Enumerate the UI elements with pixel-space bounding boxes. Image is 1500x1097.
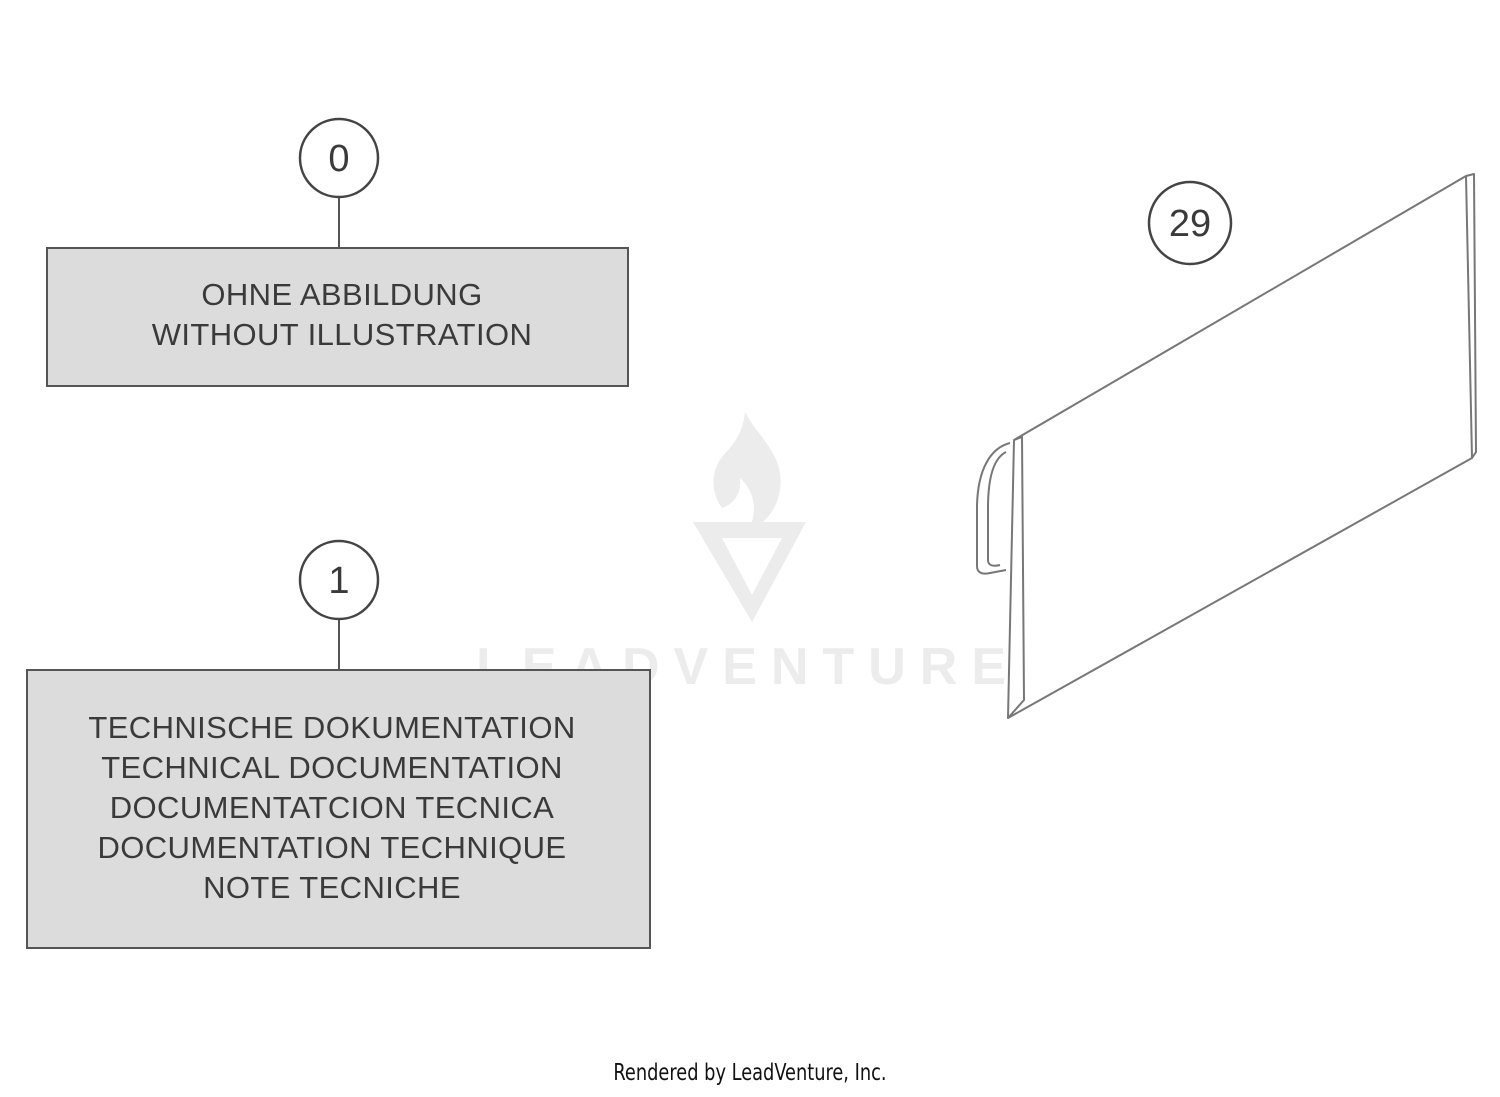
box-1-line-3: DOCUMENTATCION TECNICA xyxy=(110,790,555,825)
footer-credit: Rendered by LeadVenture, Inc. xyxy=(613,1060,887,1086)
callout-0-number: 0 xyxy=(328,138,349,180)
callout-29-number: 29 xyxy=(1169,203,1211,245)
box-without-illustration xyxy=(46,247,629,387)
v-logo-icon xyxy=(693,522,806,622)
box-1-line-4: DOCUMENTATION TECHNIQUE xyxy=(97,830,566,865)
callout-1-number: 1 xyxy=(328,560,349,602)
callout-0-group: 0 OHNE ABBILDUNG WITHOUT ILLUSTRATION xyxy=(46,117,629,387)
callout-1-group: 1 TECHNISCHE DOKUMENTATION TECHNICAL DOC… xyxy=(26,539,651,949)
document-folder-illustration xyxy=(976,173,1477,719)
callout-0-circle[interactable] xyxy=(298,117,380,199)
flame-icon xyxy=(713,412,781,530)
callout-1-circle[interactable] xyxy=(298,539,380,621)
box-technical-documentation xyxy=(26,669,651,949)
box-1-line-5: NOTE TECNICHE xyxy=(203,870,461,905)
callout-29-group: 29 xyxy=(1147,180,1233,266)
leadventure-watermark: LEADVENTURE xyxy=(476,412,1006,696)
box-1-line-2: TECHNICAL DOCUMENTATION xyxy=(101,750,563,785)
box-0-line-1: OHNE ABBILDUNG xyxy=(201,277,482,312)
box-0-line-2: WITHOUT ILLUSTRATION xyxy=(152,317,533,352)
box-1-line-1: TECHNISCHE DOKUMENTATION xyxy=(88,710,575,745)
callout-29-circle[interactable] xyxy=(1147,180,1233,266)
